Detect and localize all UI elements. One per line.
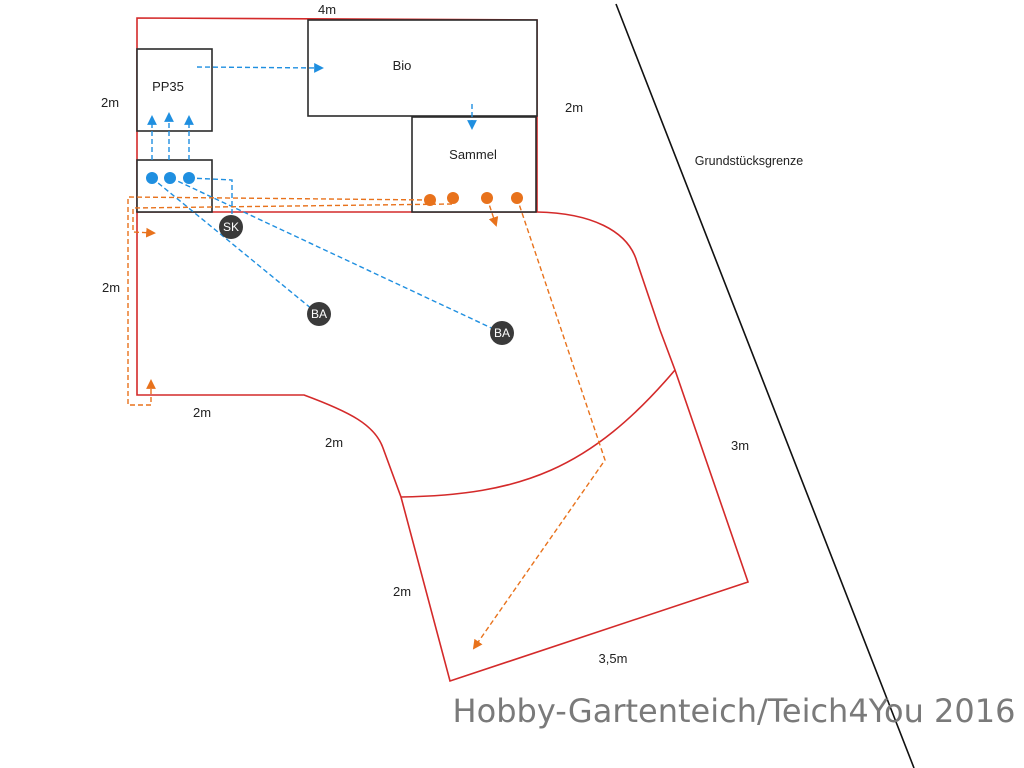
pump-chamber-box <box>136 159 213 213</box>
pond-zone-divider-curve <box>400 369 676 498</box>
orange-outlet-dots <box>424 192 523 206</box>
ba-right-label: BA <box>494 326 510 340</box>
right-upper-label: 2m <box>565 100 583 115</box>
outlet-dot-2 <box>447 192 459 204</box>
left-upper-label: 2m <box>101 95 119 110</box>
pp35-to-bio-arrow <box>196 63 324 73</box>
return-pipe-inner-loop <box>132 203 453 238</box>
pp35-label: PP35 <box>152 79 184 94</box>
pipe-to-sk <box>188 177 233 226</box>
blue-pipes <box>147 63 501 333</box>
property-boundary-line <box>615 3 915 768</box>
watermark-text: Hobby-Gartenteich/Teich4You 2016 <box>453 692 1016 730</box>
inlet-dot-2 <box>164 172 176 184</box>
equipment-boxes <box>136 19 538 213</box>
blue-inlet-dots <box>146 172 195 184</box>
property-boundary-label: Grundstücksgrenze <box>695 154 803 168</box>
bio-box <box>307 19 538 117</box>
inlet-dot-1 <box>146 172 158 184</box>
return-to-lower-zone <box>472 197 606 650</box>
top-width-label: 4m <box>318 2 336 17</box>
pond-main-outline <box>136 211 750 683</box>
bio-label: Bio <box>393 58 412 73</box>
bottom-drain-left-node: BA <box>307 302 331 326</box>
lower-bottom-label: 3,5m <box>599 651 628 666</box>
orange-pipes <box>127 196 606 650</box>
outlet-dot-1 <box>424 194 436 206</box>
left-middle-label: 2m <box>102 280 120 295</box>
sk-label: SK <box>223 220 239 234</box>
lower-right-label: 3m <box>731 438 749 453</box>
lower-left-label: 2m <box>393 584 411 599</box>
ba-left-label: BA <box>311 307 327 321</box>
pipe-to-ba-right <box>170 177 501 333</box>
bottom-left-label: 2m <box>193 405 211 420</box>
return-pipe-outer-loop <box>127 196 431 406</box>
outlet-dot-4 <box>511 192 523 204</box>
curve-label: 2m <box>325 435 343 450</box>
bottom-drain-right-node: BA <box>490 321 514 345</box>
sammel-label: Sammel <box>449 147 497 162</box>
skimmer-node: SK <box>219 215 243 239</box>
pipe-to-ba-left <box>151 177 319 315</box>
outlet-dot-3 <box>481 192 493 204</box>
inlet-dot-3 <box>183 172 195 184</box>
